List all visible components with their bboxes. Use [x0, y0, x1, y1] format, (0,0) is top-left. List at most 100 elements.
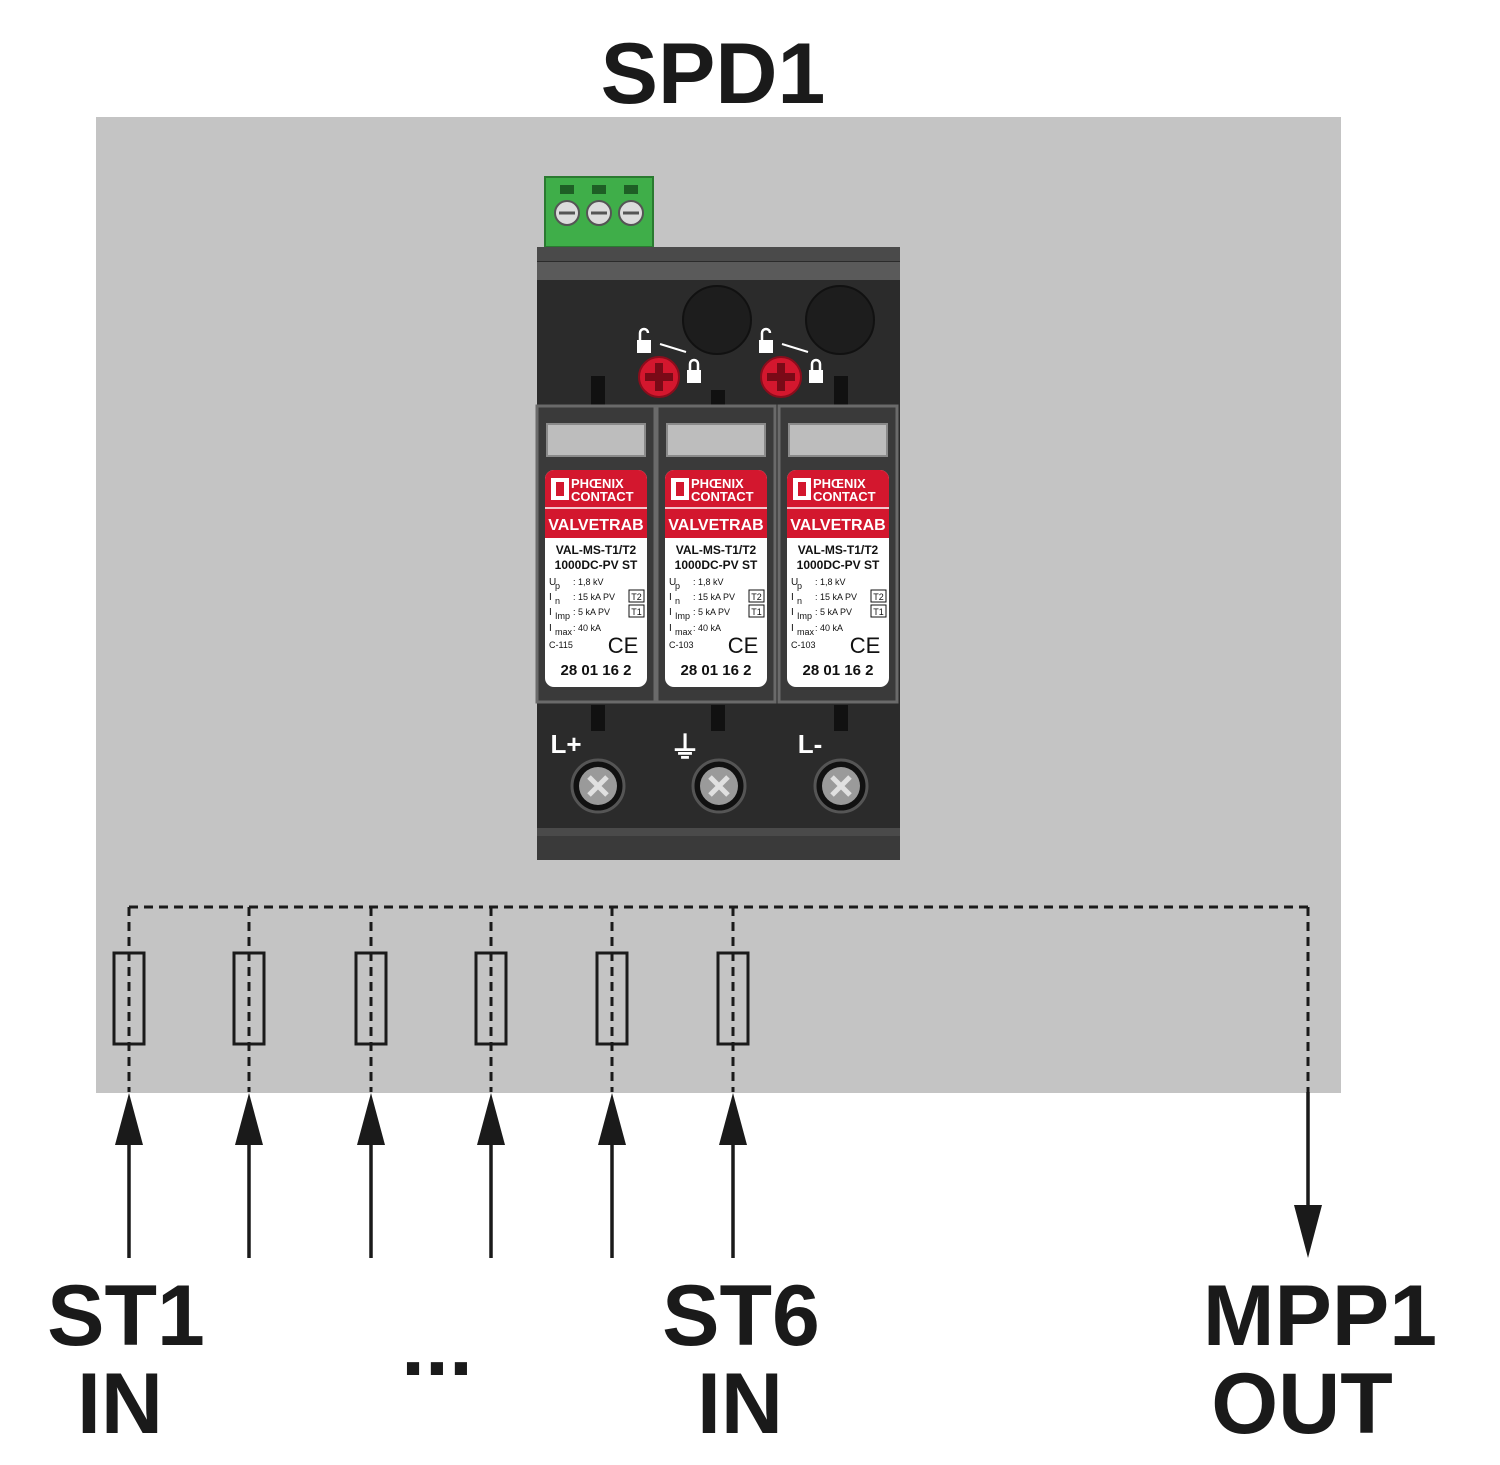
iimp-value: : 5 kA PV [573, 607, 610, 617]
in-value: : 15 kA PV [815, 592, 857, 602]
in-class: T2 [631, 592, 642, 602]
imax-symbol: I [669, 623, 672, 634]
in-symbol: I [549, 592, 552, 603]
unlock-icon [637, 327, 651, 353]
lock-icon [809, 358, 823, 383]
up-symbol: U [669, 577, 676, 588]
spd-plug-module-1[interactable]: PHŒNIXCONTACTVALVETRABVAL-MS-T1/T21000DC… [535, 404, 657, 704]
inputs-ellipsis: ... [401, 1298, 473, 1394]
terminal-label-lplus: L+ [550, 729, 581, 759]
terminal-screw-ground[interactable] [691, 758, 747, 814]
series-name: VALVETRAB [790, 517, 885, 534]
ce-mark: CE [608, 633, 639, 658]
status-indicator-1 [682, 285, 752, 355]
fuse [354, 951, 388, 1046]
fuse [595, 951, 629, 1046]
terminal-label-lminus: L- [798, 729, 823, 759]
series-name: VALVETRAB [548, 517, 643, 534]
imax-value: : 40 kA [573, 623, 601, 633]
fuse [112, 951, 146, 1046]
unlock-icon [759, 327, 773, 353]
up-value: : 1,8 kV [573, 577, 604, 587]
input-st1-label: ST1 [47, 1268, 205, 1364]
model-line-1: VAL-MS-T1/T2 [556, 543, 637, 557]
cert-code: C-103 [791, 640, 816, 650]
cert-code: C-103 [669, 640, 694, 650]
up-symbol: U [549, 577, 556, 588]
up-symbol: U [791, 577, 798, 588]
brand-name: PHŒNIX [813, 476, 866, 491]
input-st1-sublabel: IN [77, 1356, 163, 1452]
in-value: : 15 kA PV [573, 592, 615, 602]
remote-signal-connector [544, 176, 654, 248]
fuse [716, 951, 750, 1046]
iimp-symbol: I [549, 607, 552, 618]
up-subscript: p [675, 581, 680, 591]
lock-screw-1[interactable] [638, 356, 680, 398]
brand-name: PHŒNIX [571, 476, 624, 491]
model-line-1: VAL-MS-T1/T2 [798, 543, 879, 557]
iimp-symbol: I [791, 607, 794, 618]
brand-name: CONTACT [691, 489, 754, 504]
output-arrow [1294, 1092, 1322, 1258]
in-class: T2 [751, 592, 762, 602]
in-value: : 15 kA PV [693, 592, 735, 602]
imax-value: : 40 kA [815, 623, 843, 633]
in-subscript: n [797, 596, 802, 606]
wiring [127, 905, 1310, 1092]
imax-subscript: max [675, 627, 693, 637]
article-number: 28 01 16 2 [803, 662, 874, 679]
imax-value: : 40 kA [693, 623, 721, 633]
imax-subscript: max [555, 627, 573, 637]
brand-name: PHŒNIX [691, 476, 744, 491]
iimp-class: T1 [873, 607, 884, 617]
up-subscript: p [797, 581, 802, 591]
in-subscript: n [675, 596, 680, 606]
lock-icon [687, 358, 701, 383]
model-line-1: VAL-MS-T1/T2 [676, 543, 757, 557]
lock-screw-2[interactable] [760, 356, 802, 398]
input-st6-label: ST6 [662, 1268, 820, 1364]
diagram-title: SPD1 [601, 26, 826, 122]
iimp-value: : 5 kA PV [815, 607, 852, 617]
in-subscript: n [555, 596, 560, 606]
fuse [232, 951, 266, 1046]
iimp-subscript: Imp [555, 611, 570, 621]
output-mpp1-sublabel: OUT [1211, 1356, 1393, 1452]
iimp-subscript: Imp [675, 611, 690, 621]
series-name: VALVETRAB [668, 517, 763, 534]
imax-subscript: max [797, 627, 815, 637]
model-line-2: 1000DC-PV ST [675, 558, 758, 572]
imax-symbol: I [549, 623, 552, 634]
in-symbol: I [791, 592, 794, 603]
iimp-subscript: Imp [797, 611, 812, 621]
iimp-class: T1 [751, 607, 762, 617]
swap-arrows-icon [659, 343, 809, 353]
terminal-screw-lplus[interactable] [570, 758, 626, 814]
iimp-value: : 5 kA PV [693, 607, 730, 617]
string-fuses [112, 951, 750, 1046]
iimp-class: T1 [631, 607, 642, 617]
article-number: 28 01 16 2 [681, 662, 752, 679]
up-value: : 1,8 kV [815, 577, 846, 587]
ce-mark: CE [850, 633, 881, 658]
in-class: T2 [873, 592, 884, 602]
imax-symbol: I [791, 623, 794, 634]
up-value: : 1,8 kV [693, 577, 724, 587]
in-symbol: I [669, 592, 672, 603]
model-line-2: 1000DC-PV ST [797, 558, 880, 572]
input-arrows [115, 1093, 747, 1258]
terminal-screw-lminus[interactable] [813, 758, 869, 814]
iimp-symbol: I [669, 607, 672, 618]
cert-code: C-115 [549, 640, 573, 650]
ce-mark: CE [728, 633, 759, 658]
output-mpp1-label: MPP1 [1203, 1268, 1437, 1364]
terminal-label-ground: ⏚ [670, 732, 700, 765]
input-st6-sublabel: IN [697, 1356, 783, 1452]
fuse [474, 951, 508, 1046]
article-number: 28 01 16 2 [561, 662, 632, 679]
brand-name: CONTACT [813, 489, 876, 504]
